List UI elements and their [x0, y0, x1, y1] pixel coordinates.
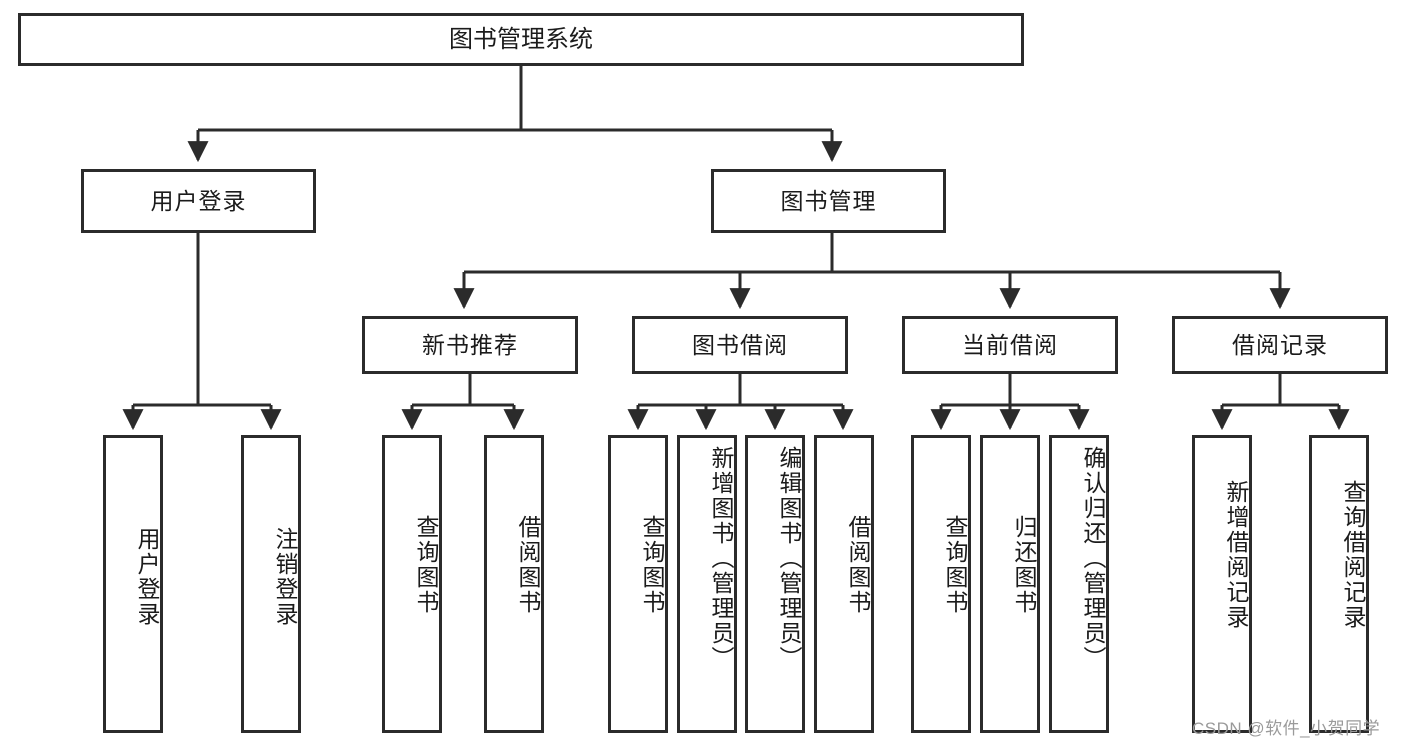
- leaf-query-book-3[interactable]: 查询图书: [911, 435, 971, 733]
- leaf-return-book[interactable]: 归还图书: [980, 435, 1040, 733]
- node-new-book-recommend[interactable]: 新书推荐: [362, 316, 578, 374]
- leaf-logout-login[interactable]: 注销登录: [241, 435, 301, 733]
- node-label: 当前借阅: [962, 331, 1058, 358]
- leaf-edit-book[interactable]: 编辑图书（管理员）: [745, 435, 805, 733]
- leaf-borrow-book-1[interactable]: 借阅图书: [484, 435, 544, 733]
- node-label: 新书推荐: [422, 331, 518, 358]
- leaf-user-login[interactable]: 用户登录: [103, 435, 163, 733]
- leaf-borrow-book-2[interactable]: 借阅图书: [814, 435, 874, 733]
- node-label: 借阅记录: [1232, 331, 1328, 358]
- leaf-label: 注销登录: [272, 527, 298, 627]
- node-current-borrow[interactable]: 当前借阅: [902, 316, 1118, 374]
- node-label: 图书管理系统: [449, 25, 593, 53]
- leaf-label: 新增借阅记录: [1223, 480, 1249, 630]
- csdn-watermark: CSDN @软件_小贺同学: [1192, 719, 1381, 738]
- node-user-login[interactable]: 用户登录: [81, 169, 316, 233]
- leaf-label: 新增图书（管理员）: [708, 446, 734, 671]
- node-book-management[interactable]: 图书管理: [711, 169, 946, 233]
- leaf-label: 查询借阅记录: [1340, 480, 1366, 630]
- leaf-label: 借阅图书: [515, 515, 541, 615]
- leaf-query-borrow-record[interactable]: 查询借阅记录: [1309, 435, 1369, 733]
- leaf-label: 确认归还（管理员）: [1080, 446, 1106, 671]
- node-label: 图书借阅: [692, 331, 788, 358]
- node-label: 图书管理: [780, 187, 877, 214]
- leaf-query-book-2[interactable]: 查询图书: [608, 435, 668, 733]
- leaf-label: 查询图书: [942, 515, 968, 615]
- node-book-management-system[interactable]: 图书管理系统: [18, 13, 1024, 66]
- leaf-label: 借阅图书: [845, 515, 871, 615]
- node-label: 用户登录: [150, 187, 247, 214]
- leaf-query-book-1[interactable]: 查询图书: [382, 435, 442, 733]
- leaf-label: 归还图书: [1011, 515, 1037, 615]
- leaf-label: 查询图书: [639, 515, 665, 615]
- node-borrow-record[interactable]: 借阅记录: [1172, 316, 1388, 374]
- leaf-add-borrow-record[interactable]: 新增借阅记录: [1192, 435, 1252, 733]
- leaf-label: 编辑图书（管理员）: [776, 446, 802, 671]
- leaf-label: 查询图书: [413, 515, 439, 615]
- node-book-borrow[interactable]: 图书借阅: [632, 316, 848, 374]
- leaf-add-book[interactable]: 新增图书（管理员）: [677, 435, 737, 733]
- leaf-confirm-return[interactable]: 确认归还（管理员）: [1049, 435, 1109, 733]
- leaf-label: 用户登录: [134, 527, 160, 627]
